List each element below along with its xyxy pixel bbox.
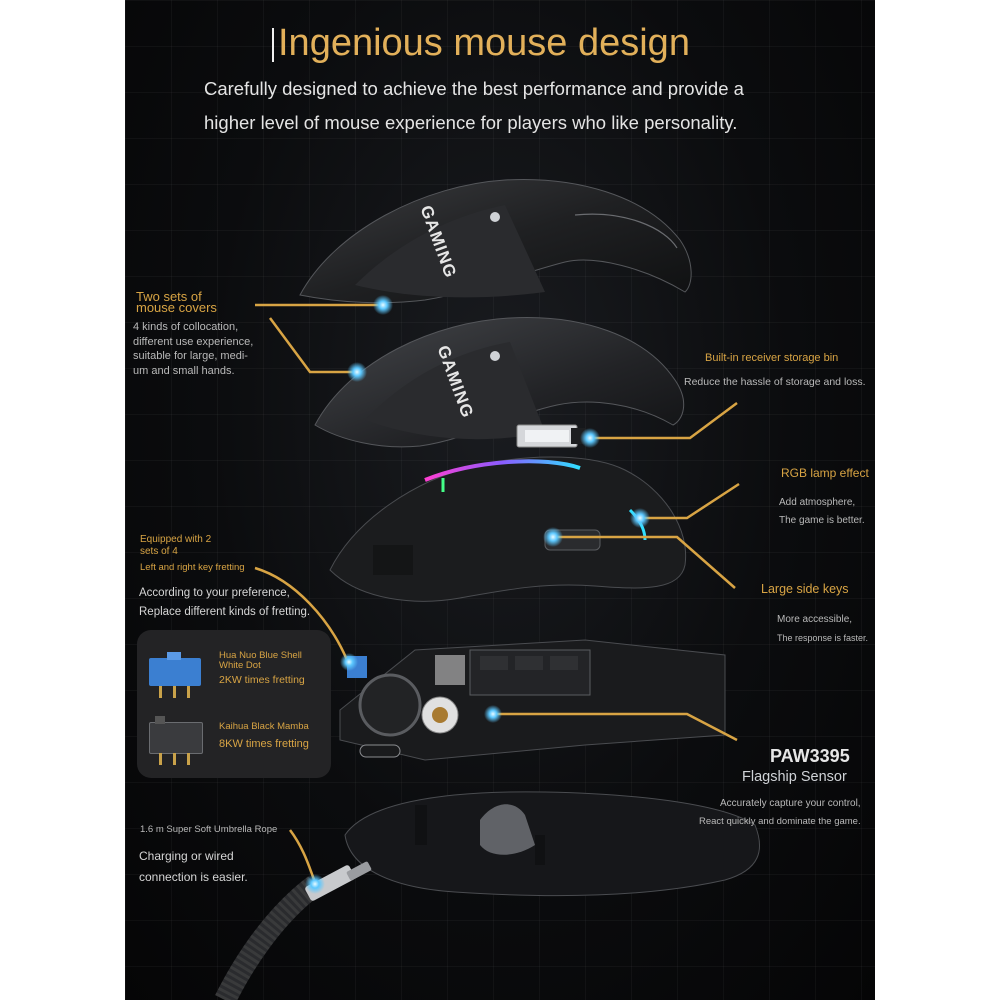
mouse-cover-bottom — [314, 317, 685, 448]
switch-2-rating: 8KW times fretting — [219, 738, 309, 750]
covers-desc-line-2: different use experience, — [133, 335, 254, 348]
cable-desc-line-2: connection is easier. — [139, 870, 248, 884]
fretting-heading-line-2: sets of 4 — [140, 546, 178, 557]
subtitle-line-2: higher level of mouse experience for pla… — [204, 112, 738, 133]
rgb-desc-line-2: The game is better. — [779, 515, 865, 526]
switch-1-name-line-2: White Dot — [219, 660, 261, 671]
side-keys-desc-line-1: More accessible, — [777, 614, 853, 625]
fretting-heading-line-1: Equipped with 2 — [140, 534, 212, 545]
mouse-cover-top — [299, 179, 692, 304]
covers-desc-line-3: suitable for large, medi- — [133, 350, 248, 362]
switch-1-rating: 2KW times fretting — [219, 674, 305, 686]
fretting-heading: Equipped with 2 sets of 4 Left and right… — [140, 534, 245, 574]
covers-desc-line-4: um and small hands. — [133, 364, 235, 377]
fretting-description: According to your preference, Replace di… — [139, 584, 310, 622]
subtitle-line-1: Carefully designed to achieve the best p… — [204, 78, 744, 99]
sensor-description: Accurately capture your control, React q… — [699, 795, 861, 831]
receiver-heading: Built-in receiver storage bin — [705, 352, 839, 364]
covers-desc-line-1: 4 kinds of collocation, — [133, 321, 239, 333]
covers-heading-line-1: Two sets of — [136, 289, 202, 304]
sensor-model: PAW3395 — [770, 746, 850, 766]
side-keys-description: More accessible, The response is faster. — [777, 611, 868, 647]
product-panel: GAMING GAMING Ingenious mouse design Car… — [125, 0, 875, 1000]
covers-heading-line-2: mouse covers — [136, 300, 217, 315]
mouse-base — [344, 791, 761, 897]
switch-comparison-card: Hua Nuo Blue Shell White Dot 2KW times f… — [137, 630, 331, 778]
title-cursor — [272, 28, 274, 62]
rgb-heading: RGB lamp effect — [781, 466, 869, 480]
sensor-desc-line-2: React quickly and dominate the game. — [699, 816, 861, 827]
black-switch-image — [149, 716, 203, 765]
rgb-description: Add atmosphere, The game is better. — [779, 494, 865, 530]
covers-heading: Two sets of mouse covers — [136, 289, 217, 315]
mouse-illustration — [215, 179, 761, 1000]
receiver-description: Reduce the hassle of storage and loss. — [684, 376, 866, 388]
rgb-desc-line-1: Add atmosphere, — [779, 497, 856, 508]
page-title: Ingenious mouse design — [278, 22, 690, 64]
sensor-desc-line-1: Accurately capture your control, — [719, 798, 861, 809]
side-keys-heading: Large side keys — [761, 582, 849, 596]
sensor-heading: Flagship Sensor — [742, 769, 847, 785]
blue-switch-image — [149, 652, 201, 698]
covers-description: 4 kinds of collocation, different use ex… — [133, 320, 253, 378]
fretting-desc-line-1: According to your preference, — [139, 587, 290, 599]
cable-description: Charging or wired connection is easier. — [139, 846, 248, 888]
glow-markers — [305, 295, 650, 894]
switch-1-name: Hua Nuo Blue Shell White Dot — [219, 651, 302, 671]
mouse-body — [329, 456, 687, 602]
usb-receiver — [516, 424, 585, 448]
circuit-board — [339, 639, 726, 761]
cable-desc-line-1: Charging or wired — [139, 849, 234, 863]
fretting-desc-line-2: Replace different kinds of fretting. — [139, 606, 311, 618]
fretting-heading-line-3: Left and right key fretting — [140, 562, 245, 573]
cable-heading: 1.6 m Super Soft Umbrella Rope — [140, 824, 278, 835]
switch-1-name-line-1: Hua Nuo Blue Shell — [219, 650, 302, 661]
switch-2-name: Kaihua Black Mamba — [219, 721, 309, 732]
side-keys-desc-line-2: The response is faster. — [777, 633, 869, 643]
